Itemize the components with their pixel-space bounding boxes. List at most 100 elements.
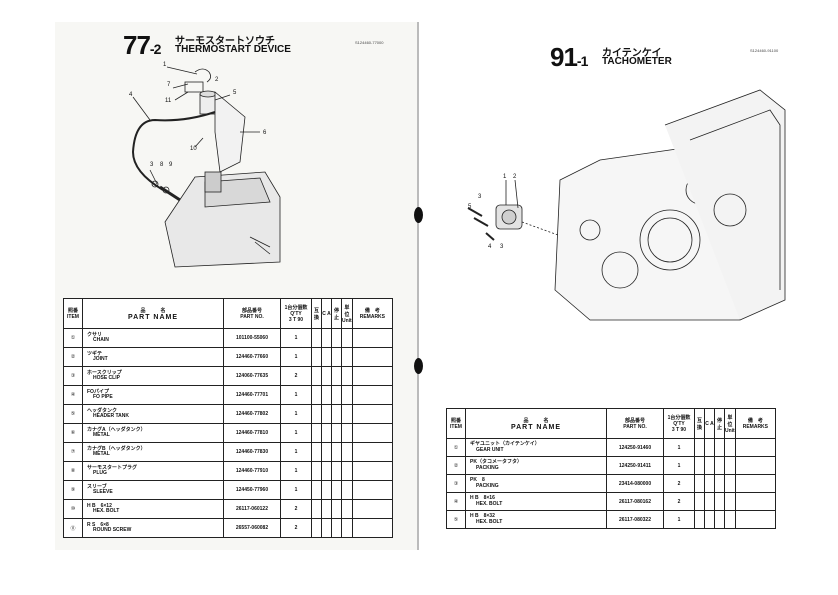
row-unit (724, 492, 736, 511)
col-ca: C A (321, 298, 332, 329)
left-page-code: S124460-77000 (355, 40, 384, 45)
row-ca (321, 518, 332, 538)
row-item-number: ② (446, 456, 466, 475)
row-stop (331, 366, 342, 386)
callout-6: 6 (263, 130, 267, 136)
callout-11: 11 (165, 98, 172, 104)
row-item-number: ⑧ (63, 461, 83, 481)
row-unit (724, 474, 736, 493)
row-unit (341, 328, 353, 348)
row-part-name-jp: H B 6×12 (87, 502, 112, 509)
row-stop (331, 347, 342, 367)
row-interchange (311, 518, 322, 538)
row-stop (331, 461, 342, 481)
row-unit (341, 347, 353, 367)
row-part-name-jp: H B 8×32 (470, 513, 495, 519)
col-remarks: 備 考 REMARKS (351, 298, 394, 329)
row-part-name-jp: FOパイプ (87, 388, 109, 395)
row-qty: 1 (280, 442, 312, 462)
row-stop (714, 456, 725, 475)
row-interchange (694, 438, 705, 457)
row-ca (321, 442, 332, 462)
row-qty: 2 (280, 366, 312, 386)
row-part-name-en: FO PIPE (93, 394, 113, 400)
callout-10: 10 (190, 146, 197, 152)
row-part-no: 124450-77960 (223, 480, 281, 500)
row-qty: 2 (663, 474, 695, 493)
row-remarks (734, 438, 777, 457)
right-callout-5: 5 (468, 204, 472, 210)
row-part-no: 124060-77635 (223, 366, 281, 386)
row-stop (331, 423, 342, 443)
row-part-no: 26557-060082 (223, 518, 281, 538)
right-catalog-page: 91-1 カイテンケイ TACHOMETER S124460-91100 (440, 30, 800, 550)
row-part-no: 23414-080000 (606, 474, 664, 493)
col-ca: C A (704, 408, 715, 439)
row-stop (331, 404, 342, 424)
row-stop (331, 480, 342, 500)
row-unit (341, 385, 353, 405)
row-unit (341, 518, 353, 538)
col-item: 照番 ITEM (63, 298, 83, 329)
col-part-no: 部品番号 PART NO. (223, 298, 281, 329)
row-part-name-jp: サーモスタートプラグ (87, 464, 138, 471)
left-section-number: 77-2 (123, 30, 161, 60)
callout-3: 3 (150, 162, 154, 168)
row-qty: 1 (663, 510, 695, 529)
row-unit (341, 423, 353, 443)
row-qty: 1 (280, 385, 312, 405)
row-stop (714, 510, 725, 529)
row-unit (341, 404, 353, 424)
row-part-no: 124250-91460 (606, 438, 664, 457)
right-section-number: 91-1 (550, 42, 588, 72)
row-part-no: 124460-77802 (223, 404, 281, 424)
col-unit: 単位 Unit (724, 408, 736, 439)
left-title-en: THERMOSTART DEVICE (175, 44, 291, 55)
row-part-name-jp: R S 6×8 (87, 521, 109, 528)
callout-9: 9 (169, 162, 173, 168)
left-catalog-page: 77-2 サーモスタートソウチ THERMOSTART DEVICE S1244… (55, 22, 419, 550)
row-stop (714, 474, 725, 493)
row-interchange (311, 328, 322, 348)
row-qty: 1 (663, 438, 695, 457)
callout-8: 8 (160, 162, 164, 168)
row-part-name: ギヤユニット（カイテンケイ）GEAR UNIT (465, 438, 607, 457)
row-part-name-en: METAL (93, 432, 110, 438)
row-ca (321, 385, 332, 405)
row-part-name-en: CHAIN (93, 337, 109, 343)
row-part-name-jp: PK（タコメータフタ） (470, 459, 522, 465)
row-part-name: カナグB（ヘッダタンク）METAL (82, 442, 224, 462)
row-part-no: 124460-77810 (223, 423, 281, 443)
col-remarks: 備 考 REMARKS (734, 408, 777, 439)
row-remarks (351, 518, 394, 538)
row-part-name-en: HEX. BOLT (93, 508, 120, 514)
row-qty: 1 (280, 328, 312, 348)
row-item-number: ① (446, 438, 466, 457)
callout-5: 5 (233, 90, 237, 96)
row-qty: 1 (663, 456, 695, 475)
binder-hole-bottom (414, 358, 423, 374)
row-part-name-jp: H B 8×16 (470, 495, 495, 501)
row-item-number: ⑨ (63, 480, 83, 500)
row-stop (331, 385, 342, 405)
row-part-no: 26117-060122 (223, 499, 281, 519)
right-parts-table: 照番 ITEM 品 名 PART NAME 部品番号 PART NO. 1台分個… (446, 408, 777, 529)
row-ca (321, 423, 332, 443)
row-item-number: ② (63, 347, 83, 367)
row-stop (331, 518, 342, 538)
row-item-number: ⑤ (63, 404, 83, 424)
tachometer-diagram: 1 2 3 4 5 3 (467, 89, 786, 321)
row-ca (704, 510, 715, 529)
row-part-name-en: ROUND SCREW (93, 527, 132, 533)
row-ca (704, 474, 715, 493)
